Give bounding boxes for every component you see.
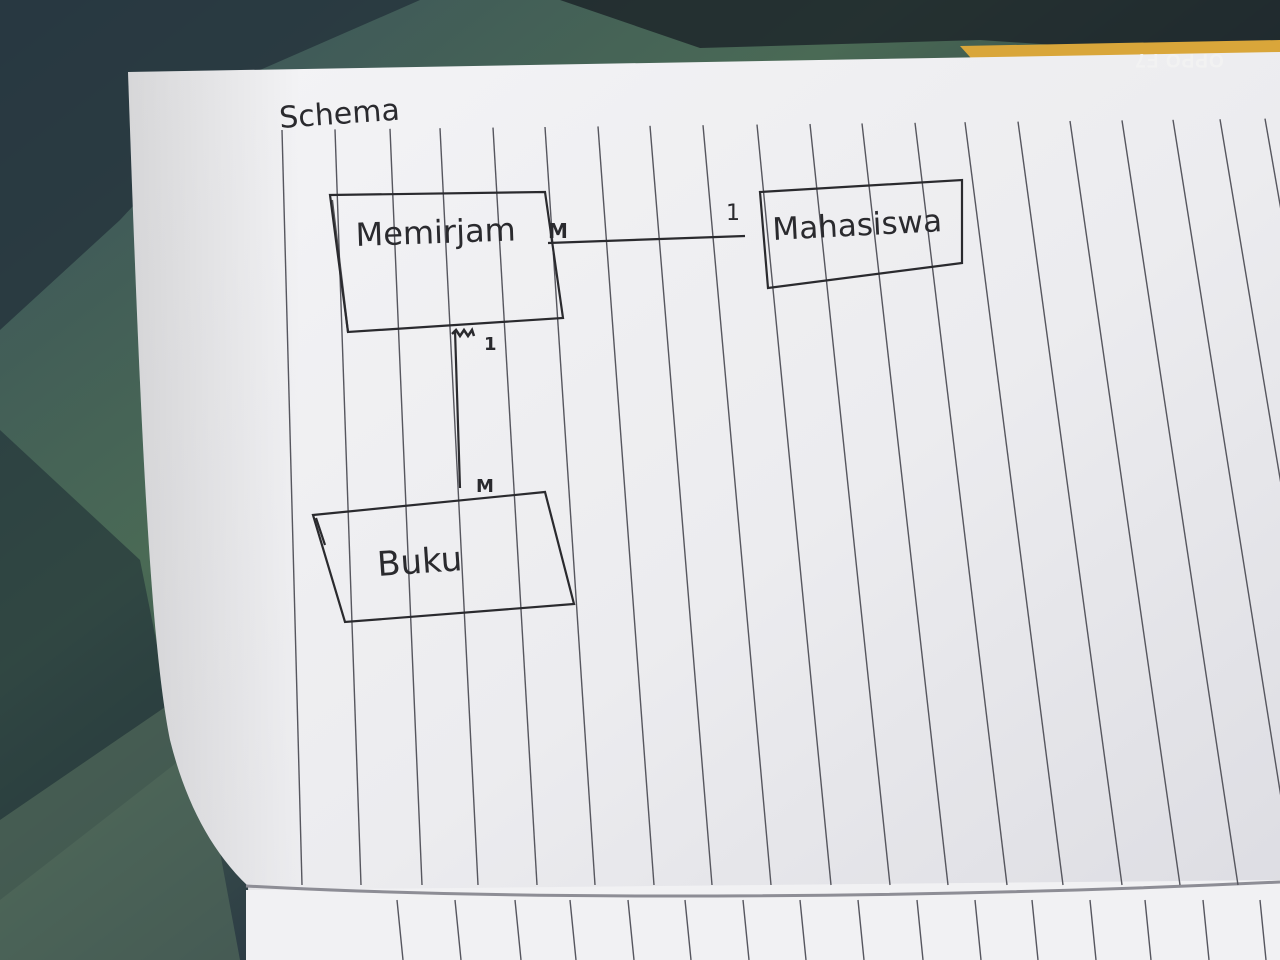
ruled-line (1121, 120, 1239, 886)
scribble-mark (451, 327, 476, 339)
ruled-line (1069, 120, 1181, 886)
ruled-line-lower (916, 899, 924, 960)
entity-box-buku-corner (314, 517, 327, 546)
cardinality-memirjam-to-buku: 1 (484, 334, 497, 355)
ruled-line (492, 127, 538, 886)
ruled-line-lower (1202, 899, 1210, 960)
relation-line-memirjam-buku (453, 329, 462, 489)
ruled-line (809, 123, 891, 886)
page-heading: Schema (278, 93, 401, 136)
ruled-line-lower (1144, 899, 1152, 960)
ruled-line (1017, 121, 1123, 886)
ruled-line (649, 125, 713, 886)
ruled-line-lower (627, 899, 635, 960)
ruled-line-lower (1259, 899, 1267, 960)
ruled-line (1219, 119, 1280, 483)
camera-watermark: OPPO F7 (1134, 49, 1224, 70)
ruled-line-lower (1031, 899, 1039, 960)
ruled-line (597, 126, 655, 886)
ruled-line (756, 124, 832, 886)
relation-line-memirjam-mahasiswa (547, 234, 746, 245)
cardinality-buku-side: M (476, 476, 494, 497)
fabric-fold (0, 0, 420, 330)
ruled-line-lower (742, 899, 750, 960)
ruled-line-lower (396, 899, 404, 960)
lower-page (246, 880, 1280, 960)
ruled-line-lower (799, 899, 807, 960)
entity-box-buku (311, 490, 576, 624)
ruled-line (861, 123, 949, 886)
entity-box-memirjam-double-edge (330, 199, 350, 333)
ruled-line (389, 128, 423, 886)
entity-label-memirjam: Memirjam (355, 210, 516, 254)
ruled-line-lower (1089, 899, 1097, 960)
ruled-line-lower (857, 899, 865, 960)
ruled-line (439, 128, 479, 886)
ruled-line-lower (514, 899, 522, 960)
ruled-line (702, 125, 772, 886)
ruled-line (281, 129, 303, 886)
ruled-line (1172, 119, 1280, 796)
ruled-line-lower (974, 899, 982, 960)
ruled-line (964, 122, 1064, 886)
page-fold-line (245, 880, 1280, 898)
cardinality-mahasiswa-side: 1 (726, 201, 740, 226)
handwritten-text: Schema Memirjam Mahasiswa Buku M 1 1 M (278, 93, 943, 585)
cardinality-memirjam-to-mahasiswa: M (548, 219, 568, 243)
entity-box-mahasiswa (758, 178, 964, 290)
ruled-line-lower (684, 899, 692, 960)
entity-label-buku: Buku (376, 539, 464, 585)
ruled-line (914, 122, 1008, 886)
ruled-line-lower (569, 899, 577, 960)
entity-label-mahasiswa: Mahasiswa (772, 203, 943, 248)
ruled-line-lower (454, 899, 462, 960)
er-diagram (311, 178, 964, 624)
